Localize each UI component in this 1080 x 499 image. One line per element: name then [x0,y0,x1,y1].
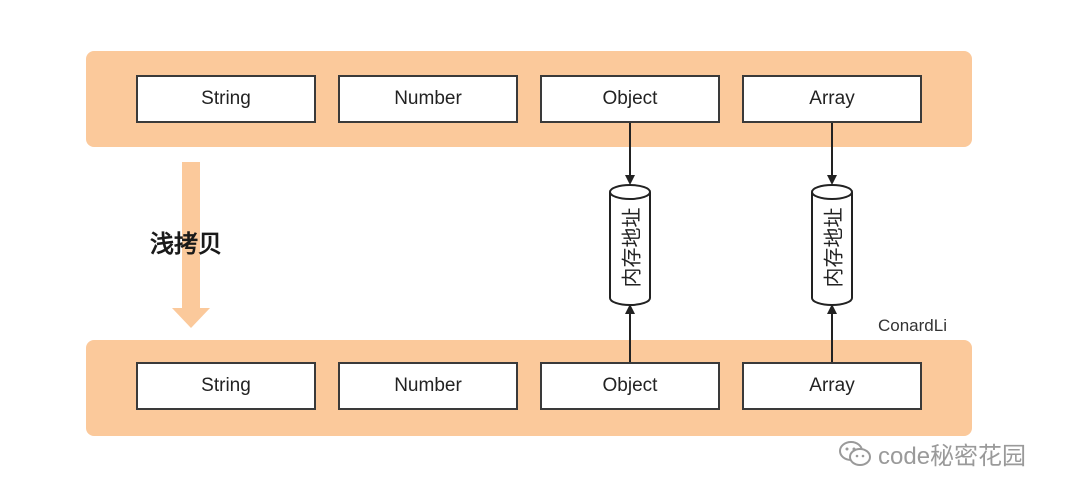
top-number-label: Number [394,88,462,109]
bottom-string-box: String [136,362,316,410]
author-label: ConardLi [878,316,947,335]
top-array-label: Array [809,88,855,109]
top-string-label: String [201,88,251,109]
bottom-object-box: Object [540,362,720,410]
bottom-string-label: String [201,375,251,396]
shallow-copy-label: 浅拷贝 [150,230,222,258]
shallow-copy-arrow [172,162,210,328]
bottom-array-box: Array [742,362,922,410]
watermark: code秘密花园 [838,436,1026,471]
top-string-box: String [136,75,316,123]
watermark-text: code秘密花园 [878,443,1027,470]
top-array-box: Array [742,75,922,123]
top-number-box: Number [338,75,518,123]
object-memory-label: 内存地址 [619,207,644,287]
bottom-number-label: Number [394,375,462,396]
array-memory-cylinder [811,184,853,306]
top-object-box: Object [540,75,720,123]
bottom-number-box: Number [338,362,518,410]
array-memory-label: 内存地址 [821,207,846,287]
bottom-array-label: Array [809,375,855,396]
wechat-icon [839,440,871,466]
object-memory-cylinder [609,184,651,306]
bottom-object-label: Object [602,375,658,396]
top-object-label: Object [602,88,658,109]
